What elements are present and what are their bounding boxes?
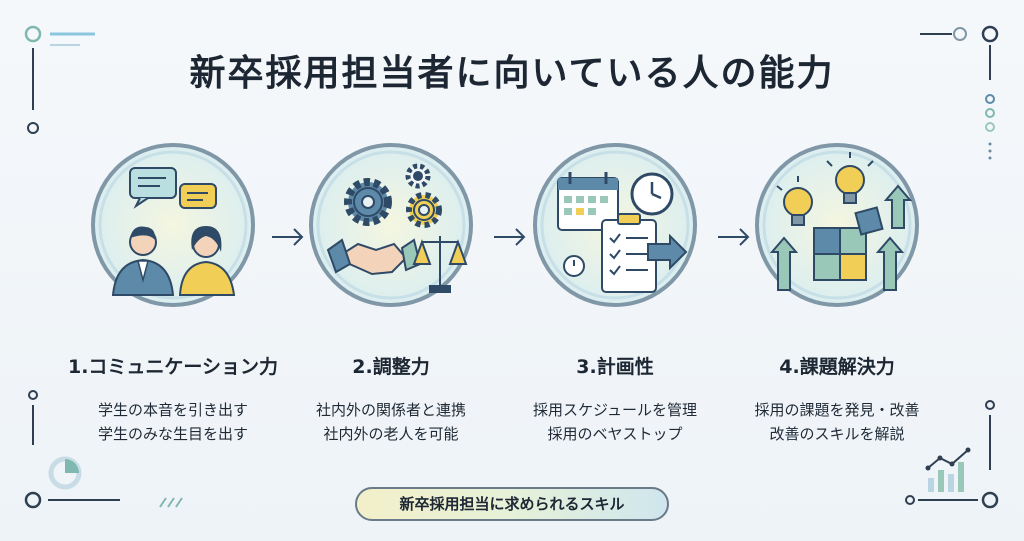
step-1-line-2: 学生のみな生目を出す [97,425,248,443]
page-title: 新卒採用担当者に向いている人の能力 [189,53,835,94]
step-4-description: 採用の課題を発見・改善 改善のスキルを解説 [722,398,952,446]
footer-label: 新卒採用担当に求められるスキル [355,487,669,521]
step-2-line-2: 社内外の老人を可能 [323,425,459,443]
arrow-right-icon [494,228,526,246]
step-2-illustration [306,140,476,310]
step-3-description: 採用スケジュールを管理 採用のベヤストップ [500,398,730,446]
step-4-title: 4.課題解決力 [779,356,895,378]
step-4-line-1: 採用の課題を発見・改善 [754,401,920,419]
step-4-line-2: 改善のスキルを解説 [769,425,905,443]
step-1-title: 1.コミュニケーション力 [67,356,279,378]
step-1-illustration [88,140,258,310]
step-2-title: 2.調整力 [352,356,430,378]
step-1-line-1: 学生の本音を引き出す [97,401,248,419]
step-4-illustration [752,140,922,310]
arrow-right-icon [718,228,750,246]
step-2-line-1: 社内外の関係者と連携 [315,401,466,419]
step-1-description: 学生の本音を引き出す 学生のみな生目を出す [58,398,288,446]
step-3-line-1: 採用スケジュールを管理 [533,401,697,419]
step-2-description: 社内外の関係者と連携 社内外の老人を可能 [276,398,506,446]
step-3-line-2: 採用のベヤストップ [547,425,683,443]
step-3-illustration [530,140,700,310]
step-3-title: 3.計画性 [576,356,654,378]
arrow-right-icon [272,228,304,246]
